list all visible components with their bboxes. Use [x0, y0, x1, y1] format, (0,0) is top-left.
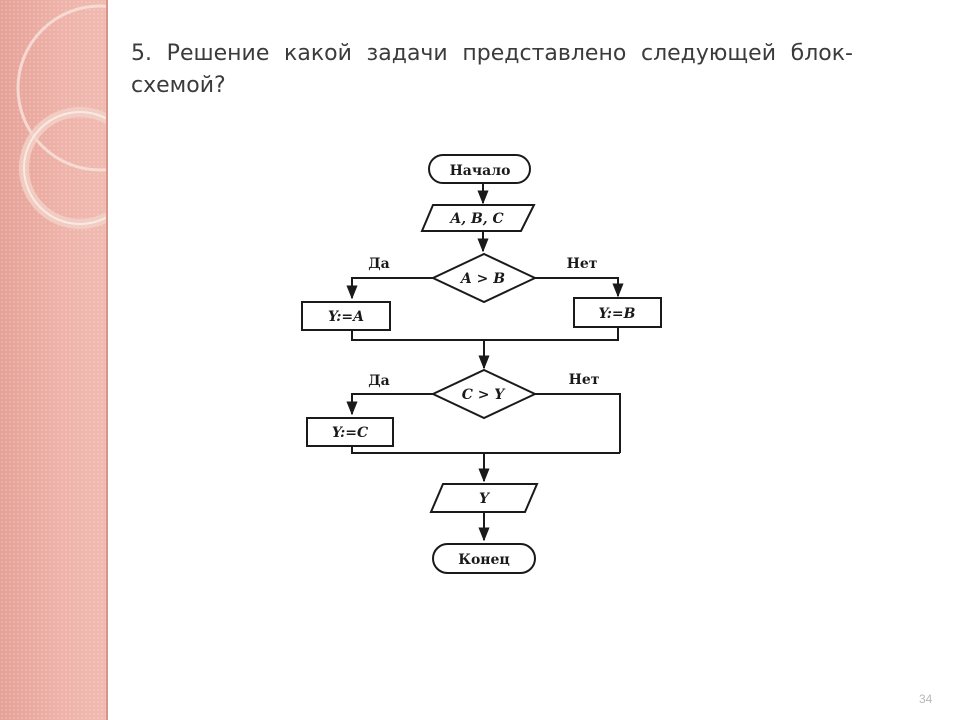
- no1-label: Нет: [567, 256, 598, 272]
- input-parallelogram: [420, 204, 536, 232]
- input-label: A, B, C: [448, 211, 503, 227]
- yes1-label: Да: [368, 256, 390, 272]
- process-y-c: [306, 417, 394, 447]
- end-terminal: [432, 543, 536, 574]
- decision1-diamond: [430, 252, 538, 304]
- branch-yes1: [346, 277, 433, 300]
- question-text: 5. Решение какой задачи представлено сле…: [131, 41, 853, 98]
- branch-yes2: [346, 393, 433, 416]
- output-label: Y: [479, 491, 491, 507]
- start-terminal: [428, 154, 531, 184]
- merge2-line: [351, 446, 620, 454]
- decorative-sidebar: [0, 0, 108, 720]
- output-parallelogram: [429, 483, 539, 513]
- end-label: Конец: [458, 552, 510, 568]
- process-y-b: [573, 297, 662, 328]
- no2-label: Нет: [569, 372, 600, 388]
- process-y-a: [301, 301, 391, 331]
- merge1-line: [351, 327, 619, 341]
- condition1-label: A > B: [459, 271, 505, 287]
- assign-no1-label: Y:=B: [599, 306, 636, 322]
- slide-number: 34: [919, 692, 933, 706]
- condition2-label: C > Y: [462, 387, 507, 403]
- yes2-label: Да: [368, 373, 390, 389]
- decorative-rings: [16, 4, 106, 229]
- branch-no2: [535, 393, 621, 453]
- branch-no1: [535, 277, 624, 298]
- assign-yes1-label: Y:=A: [328, 309, 364, 325]
- decision2-diamond: [430, 368, 538, 420]
- start-label: Начало: [450, 163, 511, 179]
- assign-yes2-label: Y:=C: [332, 425, 368, 441]
